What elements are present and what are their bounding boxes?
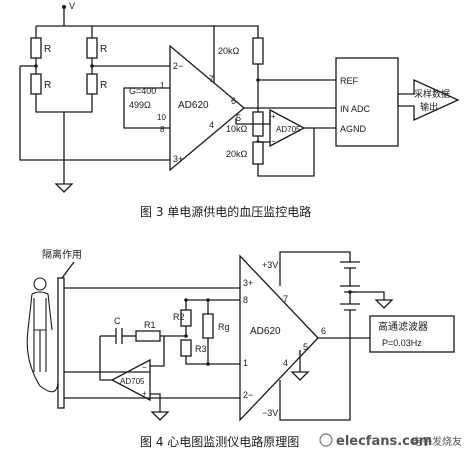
bridge-label-4: R [100, 80, 107, 91]
pin-4: 4 [209, 120, 214, 130]
r3-label: R3 [195, 344, 207, 354]
r-bot-label: 20kΩ [226, 149, 248, 159]
patient-figure-icon [26, 277, 59, 393]
adc-block [335, 57, 399, 147]
pin-2-minus-fig4: 2− [243, 390, 253, 400]
r2-label: R2 [173, 312, 185, 322]
pin-6: 6 [231, 96, 236, 106]
supply-label: V [69, 1, 75, 11]
supply-node [62, 5, 66, 9]
c-label: C [114, 316, 121, 326]
resistor-20k-bottom [252, 141, 264, 165]
pin-5-fig4: 5 [303, 342, 308, 352]
r-mid-label: 10kΩ [226, 124, 248, 134]
pin-6-fig4: 6 [321, 326, 326, 336]
watermark-logo-icon [319, 433, 333, 447]
watermark-brand: elecfans.com [336, 434, 432, 449]
bridge-resistor-top-left [30, 37, 42, 59]
resistor-rg [202, 313, 214, 339]
figure-4-caption: 图 4 心电图监测仪电路原理图 [140, 434, 299, 449]
capacitor-c [115, 328, 123, 344]
resistor-r3 [180, 339, 192, 357]
r-top-label: 20kΩ [218, 46, 240, 56]
output-label-line2: 输出 [420, 101, 438, 112]
gain-label: G=400 [129, 86, 156, 96]
r1-label: R1 [144, 320, 156, 330]
figure-3-caption: 图 3 单电源供电的血压监控电路 [140, 204, 311, 219]
ad705-label-fig4: AD705 [120, 377, 145, 386]
rg-label-fig4: Rg [218, 322, 230, 332]
ground-symbol-fig4-ref [290, 371, 310, 381]
filter-label-line1: 高通滤波器 [378, 320, 428, 333]
pin-7: 7 [209, 74, 214, 84]
high-pass-filter-block [369, 315, 455, 353]
bridge-resistor-bottom-right [86, 73, 98, 95]
isolation-label: 隔离作用 [42, 248, 82, 261]
bridge-label-1: R [44, 44, 51, 55]
pin-10: 10 [157, 113, 166, 122]
ad705-label-fig3: AD705 [276, 125, 301, 134]
rg-value-fig3: 499Ω [129, 100, 151, 110]
pin-3-plus-fig4: 3+ [243, 278, 253, 288]
ad620-amplifier-fig3 [169, 44, 246, 172]
watermark-cn: 电子发烧友 [412, 435, 462, 448]
figure-4-ecg-circuit: 隔离作用 AD620 3+ 8 1 2− 7 6 5 4 +3V −3V [26, 248, 455, 449]
adc-ref-label: REF [340, 76, 359, 86]
bridge-resistor-top-right [86, 37, 98, 59]
pin-4-fig4: 4 [283, 358, 288, 368]
pin-2-minus: 2− [173, 61, 183, 71]
ground-symbol-fig4-buffer [150, 411, 170, 421]
resistor-r1 [135, 330, 161, 342]
output-label-line1: 采样数据 [414, 88, 450, 99]
ground-symbol-fig4-battery [374, 299, 394, 309]
pin-1: 1 [160, 81, 165, 90]
pin-3-plus: 3+ [173, 154, 183, 164]
svg-text:−: − [271, 137, 276, 146]
pin-8-fig4: 8 [243, 295, 248, 305]
adc-in-label: IN ADC [340, 104, 371, 114]
bridge-label-2: R [44, 80, 51, 91]
pin-5: 5 [236, 113, 241, 123]
watermark: elecfans.com 电子发烧友 [319, 433, 462, 449]
minus-3v-label: −3V [262, 408, 278, 418]
battery-stack [340, 261, 360, 328]
ad705-buffer-fig4 [110, 358, 151, 402]
ad620-label-fig3: AD620 [178, 100, 209, 111]
bridge-resistor-bottom-left [30, 73, 42, 95]
sample-output-arrow [397, 78, 460, 122]
ad705-buffer-fig3 [269, 108, 306, 148]
ad620-label-fig4: AD620 [250, 326, 281, 337]
adc-agnd-label: AGND [340, 124, 367, 134]
svg-text:+: + [271, 112, 276, 121]
bridge-label-3: R [100, 44, 107, 55]
pin-8: 8 [160, 125, 165, 134]
svg-text:−: − [142, 363, 147, 372]
ground-symbol-fig3 [54, 183, 74, 193]
filter-label-line2: P=0.03Hz [382, 338, 422, 348]
resistor-20k-top [252, 37, 264, 65]
svg-text:+: + [142, 389, 147, 398]
ad620-amplifier-fig4 [239, 254, 319, 422]
figure-3-blood-pressure-circuit: V R R R R AD620 2− 3+ 1 10 8 7 6 5 4 [19, 1, 460, 219]
pin-1-fig4: 1 [243, 358, 248, 368]
isolation-barrier [57, 277, 65, 409]
plus-3v-label: +3V [262, 260, 278, 270]
pin-7-fig4: 7 [283, 294, 288, 304]
